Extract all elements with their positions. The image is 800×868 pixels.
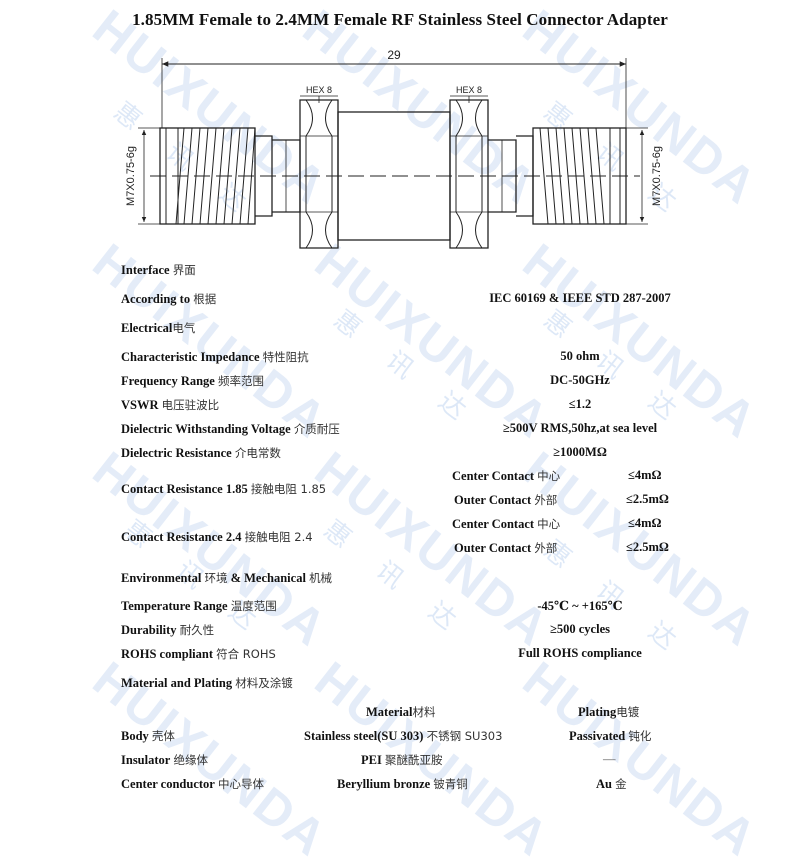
contact-185-center-label: Center Contact 中心 bbox=[452, 469, 561, 483]
watermark: HUIXUNDA bbox=[512, 232, 768, 450]
spec-withstanding-label: Dielectric Withstanding Voltage 介质耐压 bbox=[121, 422, 340, 436]
watermark: HUIXUNDA bbox=[512, 650, 768, 868]
column-header-material: Material材料 bbox=[366, 705, 436, 719]
spec-electrical: Electrical电气 bbox=[121, 321, 196, 335]
contact-24-outer-value: ≤2.5mΩ bbox=[626, 540, 669, 554]
spec-vswr-label: VSWR 电压驻波比 bbox=[121, 398, 220, 412]
watermark-chinese: 惠 讯 达 bbox=[537, 304, 694, 436]
thread-label-right: M7X0.75-6g bbox=[651, 146, 663, 206]
hex-label-left: HEX 8 bbox=[306, 85, 332, 95]
column-header-plating: Plating电镀 bbox=[578, 705, 640, 719]
watermark-chinese: 惠 讯 达 bbox=[327, 304, 484, 436]
spec-according-to-value: IEC 60169 & IEEE STD 287-2007 bbox=[489, 291, 671, 305]
spec-dielectric-resistance-value: ≥1000MΩ bbox=[553, 445, 607, 459]
spec-dielectric-resistance-label: Dielectric Resistance 介电常数 bbox=[121, 446, 281, 460]
contact-185-center-value: ≤4mΩ bbox=[628, 468, 662, 482]
spec-temperature-label: Temperature Range 温度范围 bbox=[121, 599, 277, 613]
spec-material-plating: Material and Plating 材料及涂镀 bbox=[121, 676, 293, 690]
spec-environmental: Environmental 环境 & Mechanical 机械 bbox=[121, 571, 333, 585]
spec-according-to-label: According to 根据 bbox=[121, 292, 217, 306]
material-row-insulator-plating: — bbox=[603, 752, 616, 766]
left-hex-nut bbox=[299, 99, 339, 249]
watermark: HUIXUNDA bbox=[304, 232, 560, 450]
material-row-body-plating: Passivated 钝化 bbox=[569, 729, 652, 743]
spec-interface: Interface 界面 bbox=[121, 263, 196, 277]
material-row-body-label: Body 壳体 bbox=[121, 729, 175, 743]
spec-frequency-label: Frequency Range 频率范围 bbox=[121, 374, 264, 388]
spec-rohs-label: ROHS compliant 符合 ROHS bbox=[121, 647, 276, 661]
spec-contact-185-label: Contact Resistance 1.85 接触电阻 1.85 bbox=[121, 482, 327, 496]
material-row-insulator-label: Insulator 绝缘体 bbox=[121, 753, 208, 767]
spec-impedance-value: 50 ohm bbox=[560, 349, 600, 363]
spec-vswr-value: ≤1.2 bbox=[568, 397, 592, 411]
material-row-center-conductor-label: Center conductor 中心导体 bbox=[121, 777, 264, 791]
spec-frequency-value: DC-50GHz bbox=[550, 373, 610, 387]
contact-185-outer-label: Outer Contact 外部 bbox=[454, 493, 558, 507]
material-row-center-conductor-plating: Au 金 bbox=[596, 777, 627, 791]
spec-rohs-value: Full ROHS compliance bbox=[518, 646, 642, 660]
spec-impedance-label: Characteristic Impedance 特性阻抗 bbox=[121, 350, 309, 364]
contact-185-outer-value: ≤2.5mΩ bbox=[626, 492, 669, 506]
contact-24-center-label: Center Contact 中心 bbox=[452, 517, 561, 531]
page-title: 1.85MM Female to 2.4MM Female RF Stainle… bbox=[132, 10, 668, 29]
connector-drawing: 29 HEX 8 HEX 8 M7X0.75-6g M7X0.75-6g bbox=[125, 48, 663, 249]
right-hex-nut bbox=[449, 99, 489, 249]
thread-label-left: M7X0.75-6g bbox=[125, 146, 137, 206]
material-row-body-material: Stainless steel(SU 303) 不锈钢 SU303 bbox=[304, 729, 503, 743]
spec-durability-value: ≥500 cycles bbox=[550, 622, 610, 636]
material-row-center-conductor-material: Beryllium bronze 铍青铜 bbox=[337, 777, 468, 791]
spec-contact-24-label: Contact Resistance 2.4 接触电阻 2.4 bbox=[121, 530, 313, 544]
material-row-insulator-material: PEI 聚醚酰亚胺 bbox=[361, 753, 443, 767]
contact-24-outer-label: Outer Contact 外部 bbox=[454, 541, 558, 555]
spec-withstanding-value: ≥500V RMS,50hz,at sea level bbox=[502, 421, 658, 435]
contact-24-center-value: ≤4mΩ bbox=[628, 516, 662, 530]
overall-length-label: 29 bbox=[387, 48, 401, 62]
hex-label-right: HEX 8 bbox=[456, 85, 482, 95]
spec-temperature-value: -45℃ ~ +165℃ bbox=[537, 599, 623, 613]
spec-durability-label: Durability 耐久性 bbox=[121, 623, 215, 637]
